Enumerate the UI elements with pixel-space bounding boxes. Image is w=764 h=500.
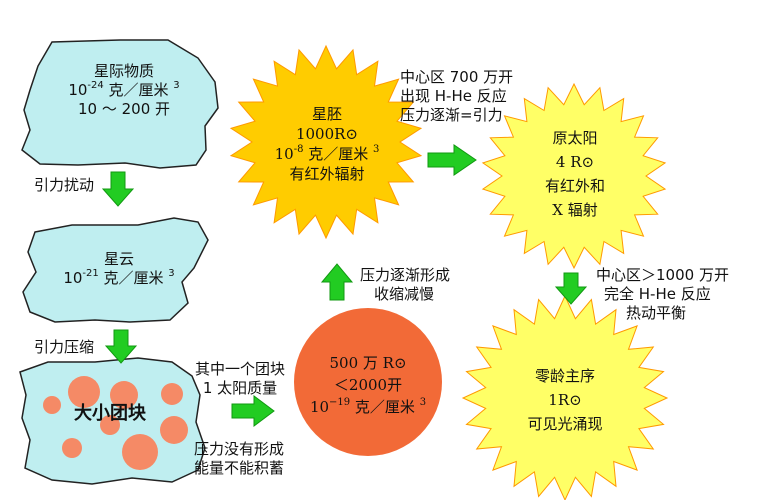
ball-line2: ＜2000开 (333, 376, 403, 394)
arrow-down-2 (104, 329, 138, 364)
arrow3-above-line2: 1 太阳质量 (202, 379, 278, 397)
arrow5-line3: 压力逐渐=引力 (400, 106, 503, 124)
nebula-density: 10-21 克／厘米 3 (63, 268, 175, 288)
clump-blob (68, 376, 100, 408)
clump-blob (110, 381, 138, 409)
zams-text: 零龄主序 1R⊙ 可见光涌现 (500, 364, 630, 436)
ball-line1: 500 万 R⊙ (329, 354, 407, 372)
interstellar-density: 10-24 克／厘米 3 (68, 80, 180, 100)
arrow6-line1: 中心区＞1000 万开 (596, 266, 729, 284)
clump-blob (161, 383, 183, 405)
clump-blob (160, 416, 188, 444)
arrow5-label: 中心区 700 万开 出现 H-He 反应 压力逐渐=引力 (400, 68, 513, 125)
arrow4-label: 压力逐渐形成 收缩减慢 (360, 266, 450, 304)
interstellar-title: 星际物质 (93, 62, 154, 80)
zams-light: 可见光涌现 (527, 415, 603, 433)
arrow6-label: 中心区＞1000 万开 完全 H-He 反应 热动平衡 (596, 266, 729, 323)
protosun-radius: 4 R⊙ (555, 153, 595, 171)
ball-text: 500 万 R⊙ ＜2000开 10−19 克／厘米 3 (298, 352, 438, 418)
arrow3-above-line1: 其中一个团块 (194, 360, 285, 378)
arrow3-below: 压力没有形成 能量不能积蓄 (176, 440, 302, 478)
protostar-burst (229, 44, 423, 240)
arrow4-line2: 收缩减慢 (374, 285, 435, 303)
clump-blobs (43, 376, 188, 470)
protostar-density: 10-8 克／厘米 3 (274, 144, 380, 164)
zams-burst (461, 294, 669, 500)
arrow6-line2: 完全 H-He 反应 (604, 285, 711, 303)
arrow4-line1: 压力逐渐形成 (360, 266, 451, 284)
nebula-title: 星云 (103, 250, 134, 268)
arrow-down-1 (101, 171, 135, 207)
zams-title: 零龄主序 (534, 367, 595, 385)
arrow5-line2: 出现 H-He 反应 (400, 87, 507, 105)
arrow2-label: 引力压缩 (34, 338, 95, 356)
arrow1-label: 引力扰动 (34, 176, 95, 194)
protosun-burst (481, 82, 667, 270)
arrow3-below-line2: 能量不能积蓄 (193, 459, 284, 477)
protostar-radiation: 有红外辐射 (289, 165, 365, 183)
clump-blob (100, 415, 120, 435)
arrow3-above: 其中一个团块 1 太阳质量 (178, 360, 302, 398)
ball-density: 10−19 克／厘米 3 (309, 397, 427, 417)
clumps-title: 大小团块 (74, 403, 146, 424)
protostar-text: 星胚 1000R⊙ 10-8 克／厘米 3 有红外辐射 (252, 104, 402, 184)
arrow-right-3 (231, 395, 275, 427)
nebula-cloud-shape (22, 217, 209, 323)
arrow-up-4 (320, 263, 354, 301)
interstellar-text: 星际物质 10-24 克／厘米 3 10 ～ 200 开 (44, 62, 204, 119)
clump-blob (62, 438, 82, 458)
protosun-radiation2: X 辐射 (552, 201, 598, 219)
clump-blob (122, 434, 158, 470)
protostar-radius: 1000R⊙ (295, 125, 359, 143)
interstellar-cloud-shape (21, 39, 219, 169)
nebula-text: 星云 10-21 克／厘米 3 (44, 250, 194, 288)
zams-radius: 1R⊙ (548, 391, 582, 409)
protosun-text: 原太阳 4 R⊙ 有红外和 X 辐射 (510, 126, 640, 222)
arrow-right-5 (427, 144, 477, 176)
interstellar-temp: 10 ～ 200 开 (77, 100, 171, 118)
protosun-title: 原太阳 (552, 129, 598, 147)
arrow5-line1: 中心区 700 万开 (400, 68, 514, 86)
protostar-title: 星胚 (311, 105, 342, 123)
arrow3-below-line1: 压力没有形成 (193, 440, 284, 458)
clump-blob (43, 396, 61, 414)
arrow6-line3: 热动平衡 (626, 304, 687, 322)
protosun-radiation1: 有红外和 (544, 177, 605, 195)
arrow-down-6 (554, 272, 588, 305)
collapsing-cloud-ball (294, 308, 442, 456)
